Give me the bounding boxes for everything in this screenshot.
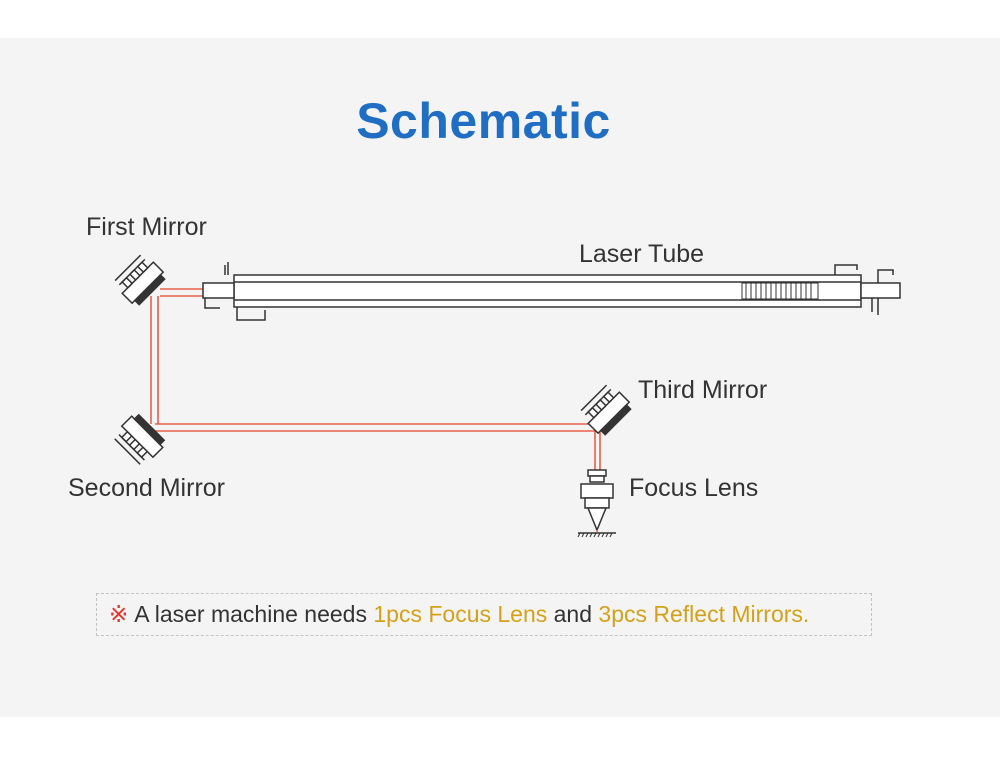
- laser-beam: [150, 288, 601, 476]
- first-mirror-label: First Mirror: [86, 213, 207, 241]
- background-panel: [0, 38, 1000, 717]
- laser-tube: [202, 262, 901, 321]
- note-highlight-focus-lens: 1pcs Focus Lens: [373, 601, 548, 627]
- note-text-2: and: [547, 601, 599, 627]
- third-mirror-icon: [580, 384, 632, 436]
- third-mirror-label: Third Mirror: [638, 376, 768, 404]
- first-mirror-icon: [114, 254, 166, 306]
- note-highlight-mirrors: 3pcs Reflect Mirrors.: [598, 601, 810, 627]
- page-title: Schematic: [356, 93, 611, 149]
- laser-tube-label: Laser Tube: [579, 240, 705, 268]
- note-box: ※A laser machine needs 1pcs Focus Lens a…: [96, 593, 872, 636]
- focus-lens-icon: [577, 469, 616, 538]
- second-mirror-label: Second Mirror: [68, 474, 225, 502]
- focus-lens-label: Focus Lens: [629, 474, 759, 502]
- note-text-1: A laser machine needs: [134, 601, 374, 627]
- reference-mark-icon: ※: [109, 601, 129, 627]
- second-mirror-icon: [114, 413, 166, 465]
